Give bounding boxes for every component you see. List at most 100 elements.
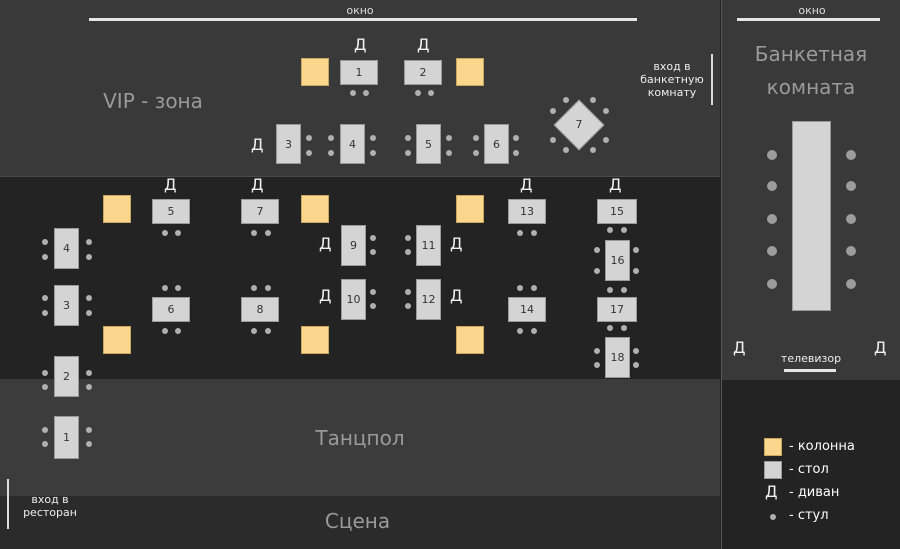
- hall-table-2[interactable]: 2: [54, 356, 79, 397]
- vip-table-4[interactable]: 4: [340, 124, 365, 164]
- chair: [42, 384, 48, 390]
- vip-table-3[interactable]: 3: [276, 124, 301, 164]
- sofa-mark: Д: [417, 35, 430, 54]
- window-label: окно: [346, 4, 374, 17]
- hall-table-5[interactable]: 5: [152, 199, 190, 224]
- chair: [531, 328, 537, 334]
- chair: [251, 285, 257, 291]
- chair: [531, 230, 537, 236]
- chair: [405, 249, 411, 255]
- banquet-entrance-label-2: банкетную: [640, 73, 704, 86]
- banquet-room-title-1: Банкетная: [754, 42, 868, 66]
- hall-table-11[interactable]: 11: [416, 225, 441, 266]
- restaurant-entrance-label-2: ресторан: [23, 506, 77, 519]
- hall-table-16[interactable]: 16: [605, 240, 630, 281]
- vip-table-6[interactable]: 6: [484, 124, 509, 164]
- chair: [370, 289, 376, 295]
- chair: [563, 97, 569, 103]
- chair: [550, 108, 556, 114]
- chair: [42, 239, 48, 245]
- chair: [86, 384, 92, 390]
- chair: [846, 150, 856, 160]
- chair: [607, 325, 613, 331]
- chair: [328, 150, 334, 156]
- column: [301, 195, 329, 223]
- hall-table-1[interactable]: 1: [54, 416, 79, 459]
- chair: [175, 328, 181, 334]
- chair: [517, 285, 523, 291]
- legend-column-swatch: [764, 438, 782, 456]
- chair: [86, 295, 92, 301]
- hall-table-18[interactable]: 18: [605, 337, 630, 378]
- hall-table-6[interactable]: 6: [152, 297, 190, 322]
- vip-table-2[interactable]: 2: [404, 60, 442, 85]
- hall-table-8[interactable]: 8: [241, 297, 279, 322]
- chair: [846, 279, 856, 289]
- hall-table-9[interactable]: 9: [341, 225, 366, 266]
- dance-floor-title: Танцпол: [315, 426, 405, 450]
- chair: [86, 441, 92, 447]
- chair: [42, 441, 48, 447]
- dance-floor: [0, 379, 720, 496]
- chair: [42, 295, 48, 301]
- chair: [265, 328, 271, 334]
- column: [301, 326, 329, 354]
- sofa-mark: Д: [609, 175, 622, 194]
- stage-title: Сцена: [324, 509, 391, 533]
- chair: [405, 135, 411, 141]
- banquet-table[interactable]: [792, 121, 831, 311]
- chair: [767, 181, 777, 191]
- hall-table-10[interactable]: 10: [341, 279, 366, 320]
- legend-sofa-symbol: Д: [765, 482, 778, 501]
- chair: [846, 181, 856, 191]
- chair: [370, 249, 376, 255]
- hall-table-7[interactable]: 7: [241, 199, 279, 224]
- hall-table-12[interactable]: 12: [416, 279, 441, 320]
- banquet-entrance-label-3: комнату: [647, 86, 697, 99]
- legend-chair-dot: [770, 514, 776, 520]
- sofa-mark: Д: [319, 286, 332, 305]
- vip-table-5[interactable]: 5: [416, 124, 441, 164]
- chair: [594, 268, 600, 274]
- column: [301, 58, 329, 86]
- chair: [42, 254, 48, 260]
- hall-table-15[interactable]: 15: [597, 199, 637, 224]
- chair: [446, 135, 452, 141]
- chair: [550, 137, 556, 143]
- banquet-entrance-label-1: вход в: [653, 60, 691, 73]
- chair: [415, 90, 421, 96]
- chair: [590, 147, 596, 153]
- chair: [563, 147, 569, 153]
- chair: [86, 310, 92, 316]
- hall-table-17[interactable]: 17: [597, 297, 637, 322]
- chair: [846, 246, 856, 256]
- sofa-mark: Д: [319, 234, 332, 253]
- chair: [265, 285, 271, 291]
- chair: [607, 287, 613, 293]
- chair: [265, 230, 271, 236]
- chair: [175, 230, 181, 236]
- hall-table-13[interactable]: 13: [508, 199, 546, 224]
- hall-table-3[interactable]: 3: [54, 285, 79, 326]
- sofa-mark: Д: [251, 135, 264, 154]
- chair: [633, 362, 639, 368]
- chair: [767, 246, 777, 256]
- column: [103, 195, 131, 223]
- chair: [370, 235, 376, 241]
- vip-table-1[interactable]: 1: [340, 60, 378, 85]
- legend-table-label: - стол: [789, 462, 829, 477]
- chair: [405, 150, 411, 156]
- chair: [328, 135, 334, 141]
- chair: [607, 227, 613, 233]
- chair: [428, 90, 434, 96]
- column: [456, 195, 484, 223]
- chair: [405, 303, 411, 309]
- sofa-mark: Д: [354, 35, 367, 54]
- hall-table-4[interactable]: 4: [54, 228, 79, 269]
- hall-table-14[interactable]: 14: [508, 297, 546, 322]
- chair: [175, 285, 181, 291]
- chair: [42, 310, 48, 316]
- tv-label: телевизор: [780, 352, 842, 365]
- vip-table-7-label: 7: [575, 118, 583, 131]
